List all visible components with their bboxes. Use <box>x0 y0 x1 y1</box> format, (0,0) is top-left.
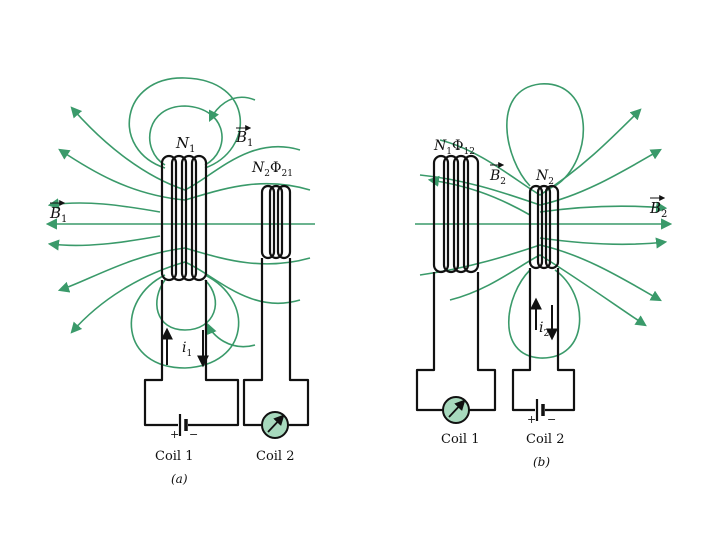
label-b2-mid-b: B2 <box>489 168 506 187</box>
field-fan-lower-1 <box>47 235 161 251</box>
field-loop-bottom-inner <box>156 279 217 331</box>
caption-b: (b) <box>533 455 550 469</box>
field-lines-a <box>45 77 315 369</box>
panel-b: N1Φ12 B2 N2 B2 i2 + − Coil 1 Coil 2 (b) <box>415 83 673 469</box>
label-b1-top-a: B1 <box>235 128 253 149</box>
galvanometer-icon <box>442 396 470 424</box>
panel-a: N1 B1 B1 N2Φ21 i1 + − Coil 1 Coil 2 (a) <box>45 77 315 486</box>
field-fan-lower-2-b <box>449 254 647 327</box>
coil-1-label-b: Coil 1 <box>441 432 480 447</box>
battery-minus-a: − <box>189 428 198 441</box>
label-n2-phi21-a: N2Φ21 <box>251 160 293 179</box>
field-fan-upper-4 <box>208 96 256 123</box>
field-loop-bottom-outer <box>130 274 240 369</box>
label-n1-phi12-b: N1Φ12 <box>433 138 475 157</box>
field-loop-top-inner <box>149 105 223 166</box>
label-i1-a: i1 <box>182 340 192 359</box>
field-fan-lower-4 <box>206 322 256 348</box>
field-fan-upper-2-b <box>439 108 642 196</box>
field-fan-lower-1-b <box>419 244 662 302</box>
coil-2-label-a: Coil 2 <box>256 449 295 464</box>
coil-2-windings-b <box>528 184 560 270</box>
field-loop-top-b <box>506 83 585 187</box>
coil-1-windings-b <box>432 154 480 274</box>
coil-1-label-a: Coil 1 <box>155 449 194 464</box>
battery-icon <box>535 399 545 421</box>
label-b1-left-a: B1 <box>49 204 67 225</box>
galvanometer-icon <box>261 411 289 439</box>
coil-2-circuit-b <box>511 268 576 412</box>
label-i2-b: i2 <box>539 320 549 339</box>
coil-2-circuit-a <box>242 258 310 427</box>
field-loop-top-outer <box>128 77 241 169</box>
battery-plus-b: + <box>527 413 536 426</box>
coil-2-label-b: Coil 2 <box>526 432 565 447</box>
coil-2-windings-a <box>260 184 292 260</box>
coil-1-circuit-b <box>415 272 497 412</box>
battery-plus-a: + <box>170 428 179 441</box>
battery-icon <box>178 414 188 436</box>
field-fan-mid-left-b <box>427 175 531 216</box>
coil-1-windings-a <box>160 154 208 282</box>
field-loop-bottom-b <box>507 269 581 359</box>
label-n2-b: N2 <box>535 168 554 187</box>
caption-a: (a) <box>171 472 188 486</box>
field-lines-b <box>415 83 673 359</box>
field-fan-upper-1 <box>47 198 161 213</box>
field-fan-lower-3-b <box>539 237 668 249</box>
field-fan-upper-3-b <box>539 201 668 213</box>
label-n1-a: N1 <box>175 134 196 155</box>
label-b2-right-b: B2 <box>649 199 667 220</box>
battery-minus-b: − <box>547 413 556 426</box>
coil-1-circuit-a <box>143 280 240 427</box>
